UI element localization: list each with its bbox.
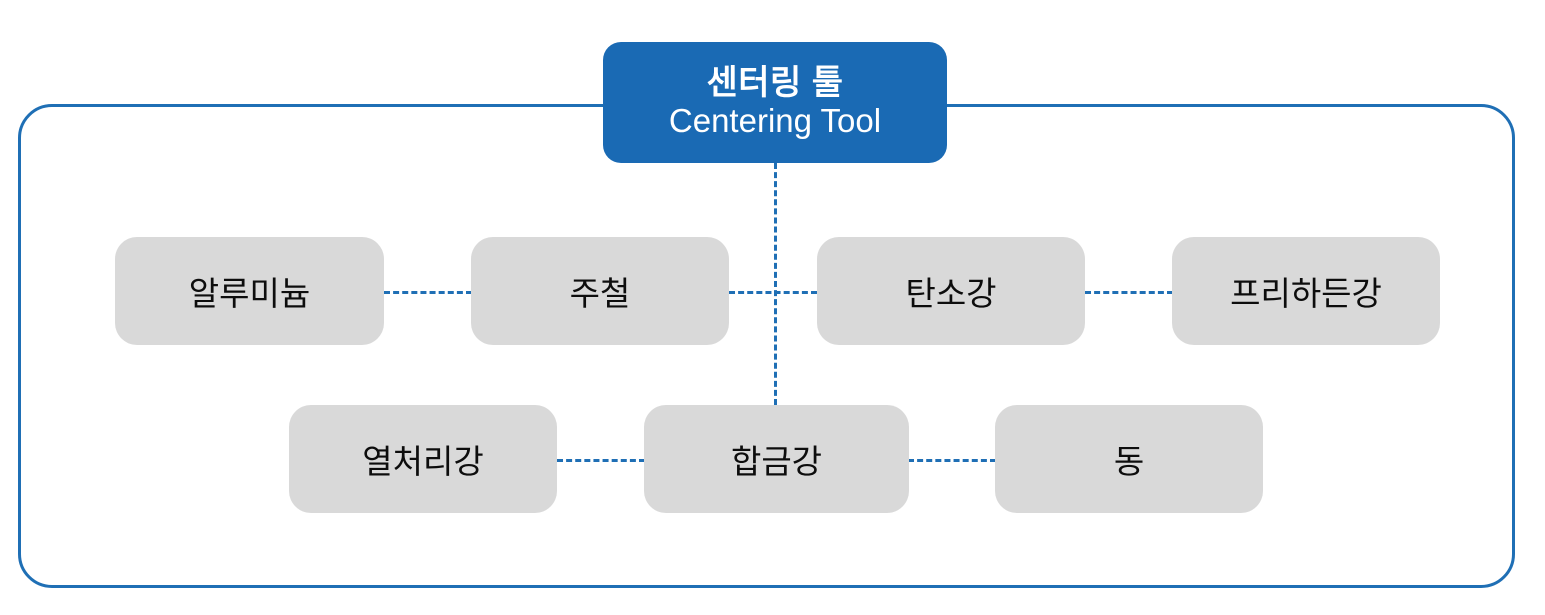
node-label: 동 — [1113, 443, 1145, 480]
connector-heattreated-to-alloysteel — [557, 459, 645, 462]
node-prehardened-steel[interactable]: 프리하든강 — [1172, 237, 1440, 345]
node-cast-iron[interactable]: 주철 — [471, 237, 729, 345]
node-aluminum[interactable]: 알루미늄 — [115, 237, 384, 345]
connector-alloysteel-to-copper — [908, 459, 996, 462]
node-label: 합금강 — [730, 443, 823, 480]
node-label: 열처리강 — [362, 443, 484, 480]
node-copper[interactable]: 동 — [995, 405, 1263, 513]
node-label: 프리하든강 — [1230, 275, 1382, 312]
node-label: 알루미늄 — [188, 275, 311, 312]
diagram-outer-frame — [18, 104, 1515, 588]
node-heat-treated-steel[interactable]: 열처리강 — [289, 405, 557, 513]
root-node-title-korean: 센터링 툴 — [706, 63, 844, 102]
connector-aluminum-to-castiron — [384, 291, 472, 294]
connector-carbonsteel-to-prehardened — [1085, 291, 1173, 294]
root-node-title-english: Centering Tool — [668, 102, 882, 140]
node-label: 주철 — [569, 275, 631, 312]
node-label: 탄소강 — [905, 275, 997, 312]
node-carbon-steel[interactable]: 탄소강 — [817, 237, 1085, 345]
node-alloy-steel[interactable]: 합금강 — [644, 405, 909, 513]
connector-root-to-alloysteel — [774, 163, 777, 405]
root-node-centering-tool[interactable]: 센터링 툴 Centering Tool — [603, 42, 947, 163]
connector-castiron-to-carbonsteel — [729, 291, 817, 294]
